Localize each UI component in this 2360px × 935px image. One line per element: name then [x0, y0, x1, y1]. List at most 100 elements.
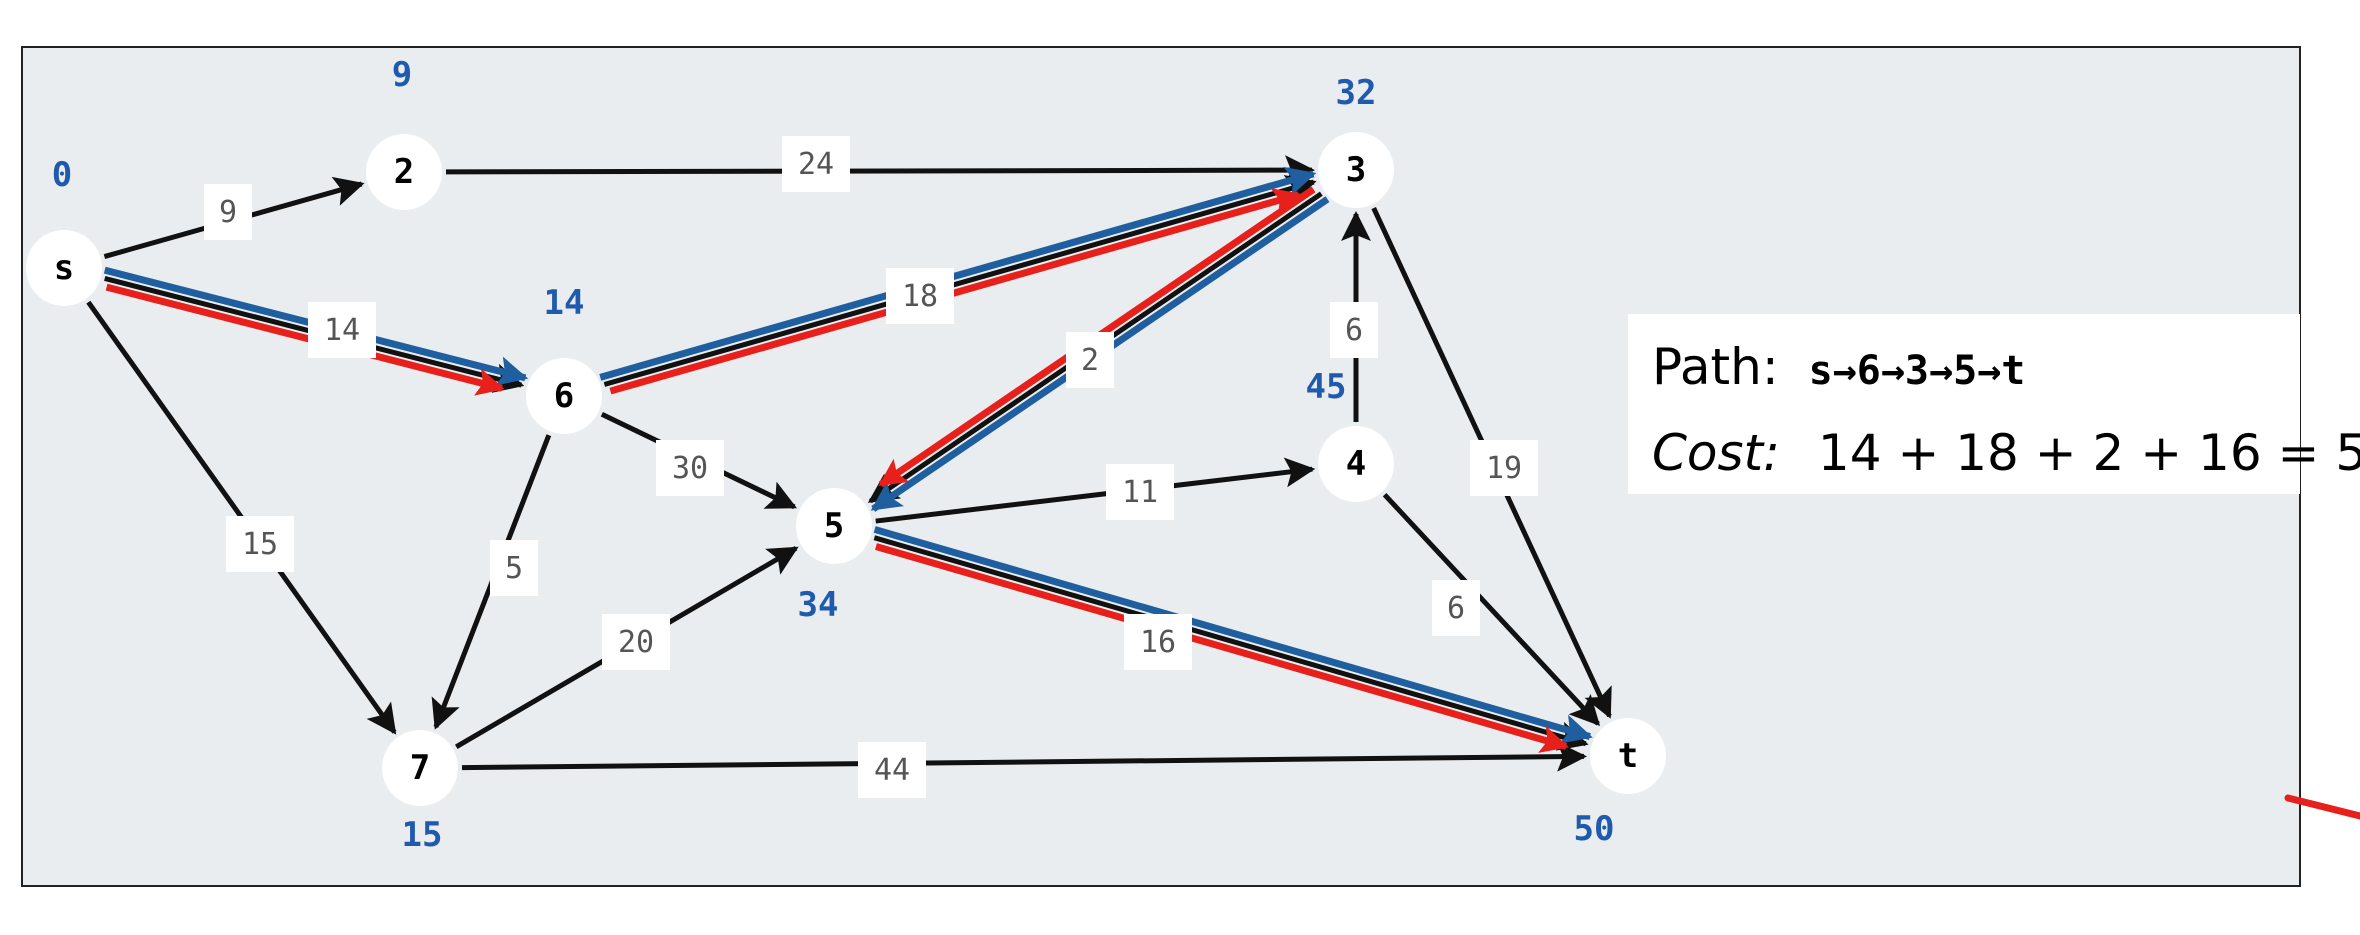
weight-box — [226, 516, 294, 572]
node-circle — [526, 358, 602, 434]
node-circle — [366, 134, 442, 210]
node-3: 3 — [1318, 132, 1394, 208]
weight-5-t: 16 — [1124, 614, 1192, 670]
weight-box — [656, 440, 724, 496]
path-prefix: Path: — [1652, 338, 1779, 396]
node-label: 6 — [554, 376, 574, 416]
node-label: 5 — [824, 506, 844, 546]
weight-box — [782, 136, 850, 192]
weight-3-5: 2 — [1066, 332, 1114, 388]
weight-value: 20 — [618, 625, 654, 660]
weight-box — [490, 540, 538, 596]
weight-s-7: 15 — [226, 516, 294, 572]
dist-label-t: 50 — [1574, 809, 1615, 849]
node-circle — [1318, 132, 1394, 208]
info-panel: Path: s→6→3→5→t Cost: 14 + 18 + 2 + 16 =… — [1628, 314, 2360, 494]
node-label: 4 — [1346, 444, 1366, 484]
dist-label-4: 45 — [1306, 367, 1347, 407]
weight-3-t: 19 — [1470, 440, 1538, 496]
weight-box — [1124, 614, 1192, 670]
weight-value: 24 — [798, 147, 834, 182]
weight-2-3: 24 — [782, 136, 850, 192]
cost-line: Cost: 14 + 18 + 2 + 16 = 50 — [1652, 424, 2360, 482]
node-label: 2 — [394, 152, 414, 192]
node-7: 7 — [382, 730, 458, 806]
weight-value: 15 — [242, 527, 278, 562]
edge-4-t — [1382, 493, 1601, 726]
path-line: Path: s→6→3→5→t — [1652, 338, 2025, 396]
edge-7-t — [461, 741, 1588, 772]
weight-box — [1330, 302, 1378, 358]
edge-2-3 — [445, 155, 1316, 186]
weight-7-t: 44 — [858, 742, 926, 798]
weight-value: 14 — [324, 313, 360, 348]
node-6: 6 — [526, 358, 602, 434]
weight-box — [858, 742, 926, 798]
weight-box — [886, 268, 954, 324]
node-label: 7 — [410, 748, 430, 788]
dist-label-3: 32 — [1336, 73, 1377, 113]
path-blue-5-t — [873, 526, 1593, 744]
edge-6-3 — [603, 175, 1317, 387]
info-box — [1628, 314, 2300, 494]
weight-value: 44 — [874, 753, 910, 788]
weight-box — [308, 302, 376, 358]
node-label: t — [1618, 736, 1638, 776]
node-circle — [1590, 718, 1666, 794]
weight-value: 19 — [1486, 451, 1522, 486]
dist-label-7: 15 — [402, 815, 443, 855]
weight-value: 6 — [1447, 591, 1465, 626]
weight-box — [1470, 440, 1538, 496]
weight-box — [1106, 464, 1174, 520]
weight-value: 2 — [1081, 343, 1099, 378]
weight-6-5: 30 — [656, 440, 724, 496]
weight-box — [1432, 580, 1480, 636]
path-value: s→6→3→5→t — [1809, 348, 2026, 394]
weight-box — [204, 184, 252, 240]
weight-6-3: 18 — [886, 268, 954, 324]
path-red-6-3 — [609, 188, 1302, 395]
weight-value: 6 — [1345, 313, 1363, 348]
node-5: 5 — [796, 488, 872, 564]
node-4: 4 — [1318, 426, 1394, 502]
node-circle — [26, 230, 102, 306]
weight-box — [1066, 332, 1114, 388]
node-2: 2 — [366, 134, 442, 210]
node-circle — [1318, 426, 1394, 502]
cost-value: 14 + 18 + 2 + 16 = 50 — [1818, 424, 2360, 482]
weight-value: 11 — [1122, 475, 1158, 510]
edge-5-4 — [875, 457, 1316, 524]
path-red-s-6 — [105, 283, 505, 396]
path-red-5-t — [874, 543, 1569, 753]
weight-6-7: 5 — [490, 540, 538, 596]
red-stroke-mark — [2284, 794, 2360, 820]
weight-7-5: 20 — [602, 614, 670, 670]
weight-s-6: 14 — [308, 302, 376, 358]
edge-5-t — [873, 535, 1589, 751]
weight-5-4: 11 — [1106, 464, 1174, 520]
weight-value: 16 — [1140, 625, 1176, 660]
node-t: t — [1590, 718, 1666, 794]
dist-label-6: 14 — [544, 283, 585, 323]
node-circle — [796, 488, 872, 564]
dist-label-s: 0 — [52, 155, 72, 195]
node-label: s — [54, 248, 74, 288]
weight-4-t: 6 — [1432, 580, 1480, 636]
weight-s-2: 9 — [204, 184, 252, 240]
node-circle — [382, 730, 458, 806]
cost-prefix: Cost: — [1652, 424, 1780, 482]
node-label: 3 — [1346, 150, 1366, 190]
weight-4-3: 6 — [1330, 302, 1378, 358]
dist-label-2: 9 — [392, 55, 412, 95]
node-s: s — [26, 230, 102, 306]
dist-label-5: 34 — [798, 585, 839, 625]
weight-value: 30 — [672, 451, 708, 486]
weight-value: 9 — [219, 195, 237, 230]
path-blue-6-3 — [599, 166, 1317, 381]
weight-value: 18 — [902, 279, 938, 314]
weight-box — [602, 614, 670, 670]
